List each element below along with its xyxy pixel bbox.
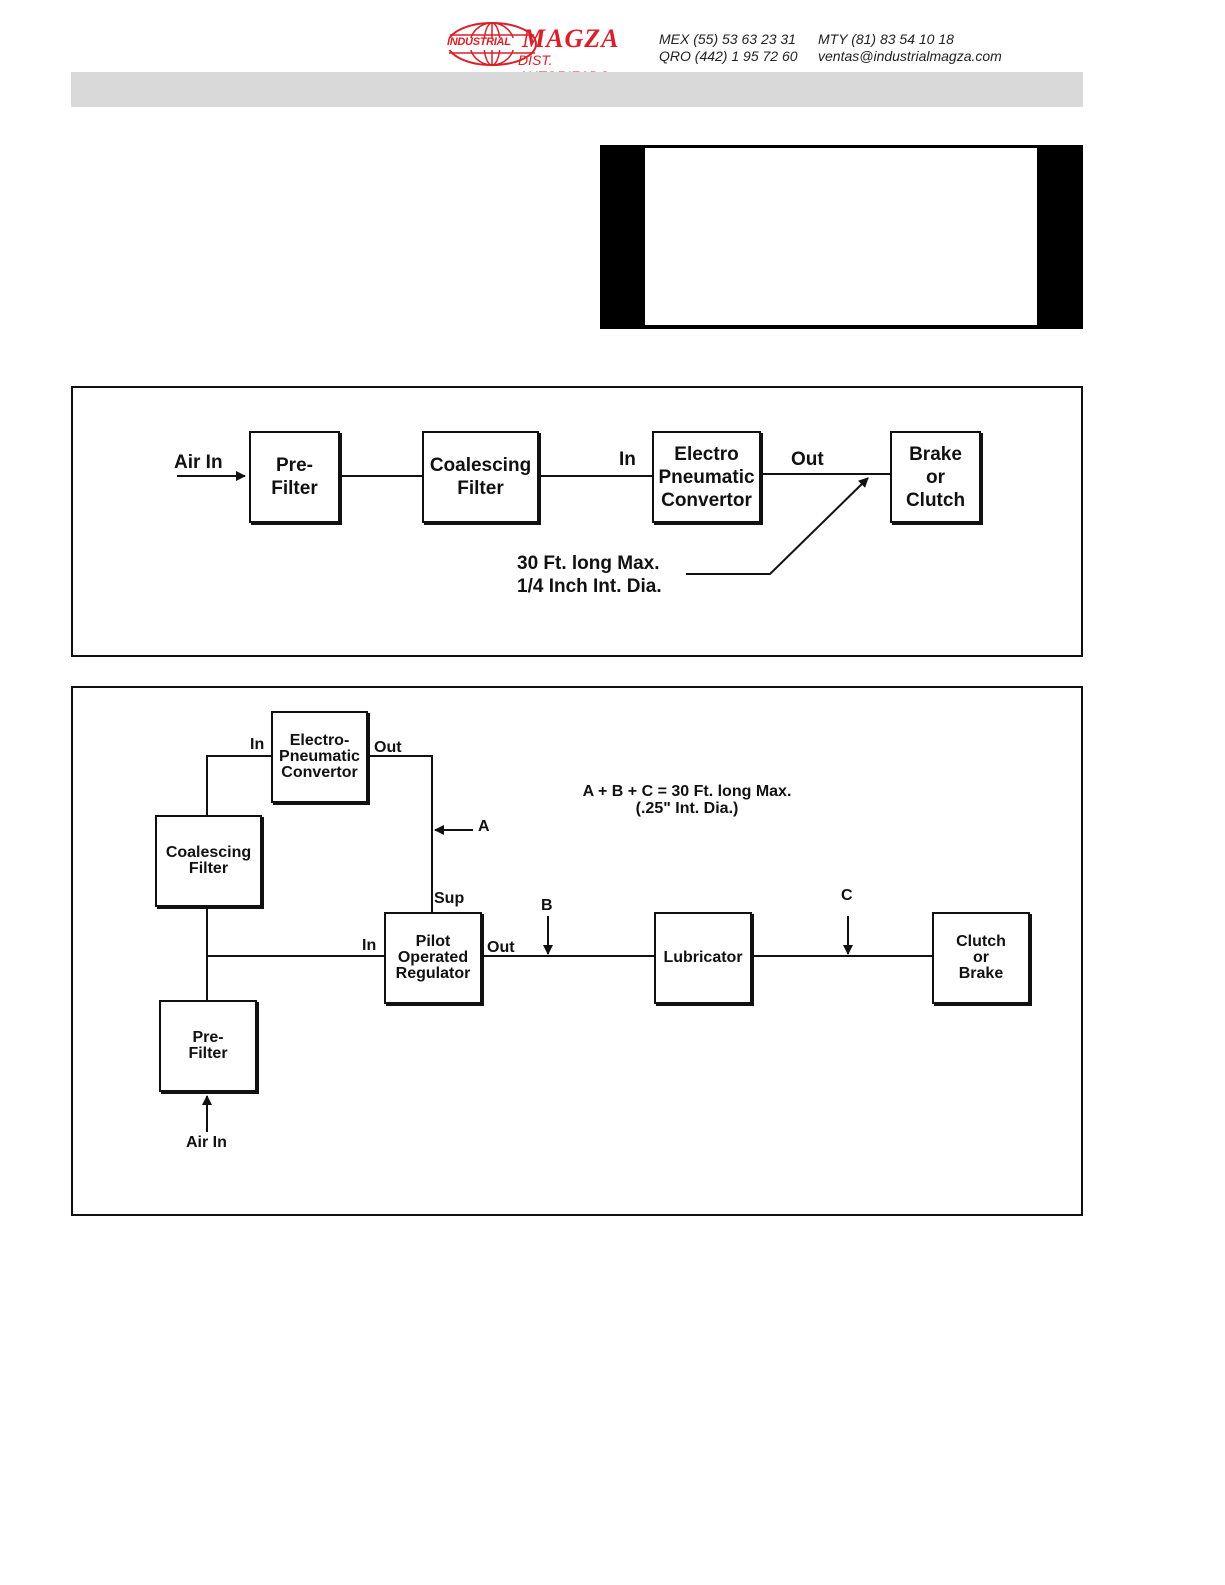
wire-coalescing-converter bbox=[206, 755, 271, 815]
diagram-1-panel: Pre- Filter Coalescing Filter Electro Pn… bbox=[71, 386, 1083, 657]
blank-content-area bbox=[645, 148, 1037, 325]
pointer-c-label: C bbox=[841, 887, 853, 904]
industrial-magza-logo: INDUSTRIAL MAGZA DIST. AUTORIZADO bbox=[446, 22, 646, 84]
pointer-b-label: B bbox=[541, 897, 553, 914]
converter-out-label: Out bbox=[791, 449, 824, 470]
regulator-out-label: Out bbox=[487, 939, 515, 956]
diagram-2-connections bbox=[202, 755, 932, 1132]
regulator-sup-label: Sup bbox=[434, 890, 465, 907]
prefilter-box: Pre- Filter bbox=[159, 1000, 257, 1092]
line-length-formula: A + B + C = 30 Ft. long Max. (.25" Int. … bbox=[582, 783, 792, 817]
logo-brand-text: MAGZA bbox=[522, 24, 620, 53]
coalescing-filter-box: Coalescing Filter bbox=[155, 815, 262, 907]
converter-box: Electro Pneumatic Convertor bbox=[652, 431, 761, 523]
diagram-2-panel: Electro- Pneumatic Convertor Coalescing … bbox=[71, 686, 1083, 1216]
globe-logo-icon bbox=[446, 22, 537, 66]
brake-clutch-box: Brake or Clutch bbox=[890, 431, 981, 523]
line-length-note: 30 Ft. long Max. 1/4 Inch Int. Dia. bbox=[517, 553, 662, 597]
converter-in-label: In bbox=[250, 736, 265, 753]
air-in-label: Air In bbox=[174, 452, 223, 473]
regulator-in-label: In bbox=[362, 937, 377, 954]
converter-out-label: Out bbox=[374, 739, 402, 756]
pointer-a-label: A bbox=[478, 818, 490, 835]
coalescing-filter-box: Coalescing Filter bbox=[422, 431, 539, 523]
wire-converter-regulator-sup bbox=[369, 755, 433, 912]
lubricator-box: Lubricator bbox=[654, 912, 752, 1004]
prefilter-box: Pre- Filter bbox=[249, 431, 340, 523]
pilot-operated-regulator-box: Pilot Operated Regulator bbox=[384, 912, 482, 1004]
contact-email[interactable]: ventas@industrialmagza.com bbox=[818, 48, 1002, 64]
converter-in-label: In bbox=[619, 449, 636, 470]
contact-mex: MEX (55) 53 63 23 31 bbox=[659, 31, 796, 47]
clutch-brake-box: Clutch or Brake bbox=[932, 912, 1030, 1004]
logo-industrial-text: INDUSTRIAL bbox=[447, 36, 511, 48]
header-bar bbox=[71, 72, 1083, 107]
note-leader-arrow bbox=[686, 477, 869, 575]
electro-pneumatic-converter-box: Electro- Pneumatic Convertor bbox=[271, 711, 368, 803]
air-in-label: Air In bbox=[186, 1134, 227, 1151]
contact-mty: MTY (81) 83 54 10 18 bbox=[818, 31, 954, 47]
diagram-1-connections bbox=[177, 471, 891, 575]
contact-qro: QRO (442) 1 95 72 60 bbox=[659, 48, 798, 64]
